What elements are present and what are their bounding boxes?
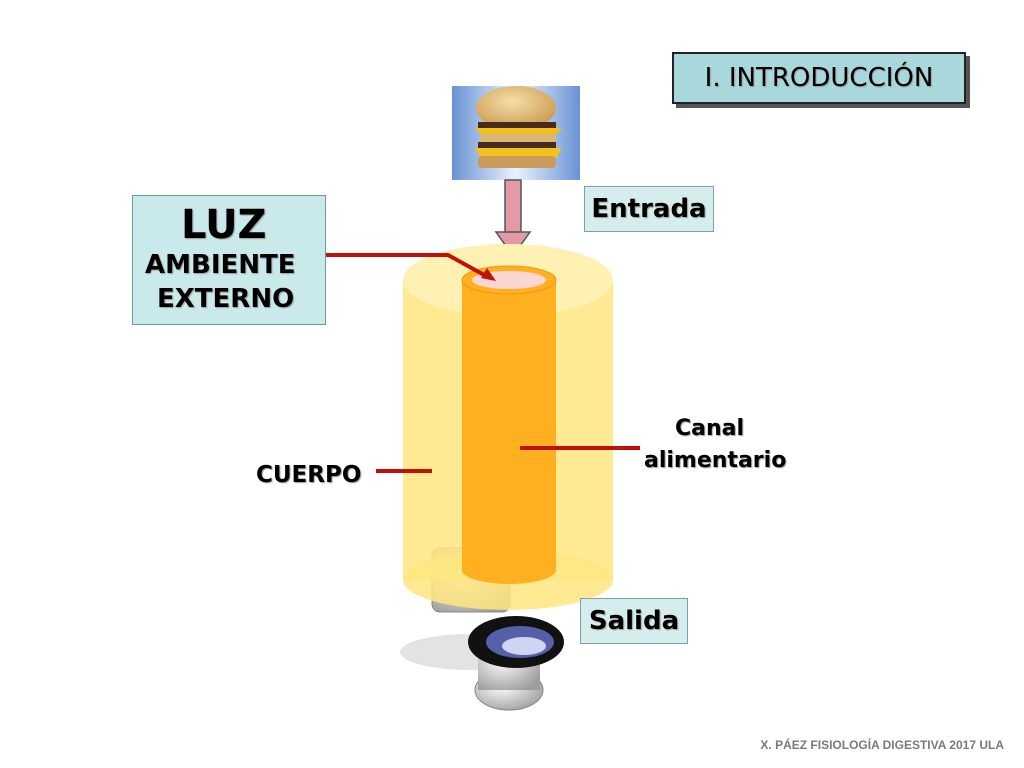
pointer-lines [320, 253, 640, 473]
down-arrow-icon [494, 179, 532, 258]
luz-line2: AMBIENTE [145, 250, 296, 280]
luz-line1: LUZ [181, 202, 267, 248]
luz-line3: EXTERNO [157, 284, 295, 314]
luz-arrowhead [481, 268, 496, 281]
canal-label-line2: alimentario [644, 448, 787, 473]
entrada-label: Entrada [584, 186, 714, 232]
canal-label-line1: Canal [675, 416, 745, 441]
burger-image [452, 86, 580, 180]
section-title: I. INTRODUCCIÓN [672, 52, 966, 104]
footer-credit: X. PÁEZ FISIOLOGÍA DIGESTIVA 2017 ULA [760, 738, 1004, 752]
salida-label: Salida [580, 598, 688, 644]
cuerpo-label: CUERPO [256, 462, 362, 488]
luz-label-box: LUZ AMBIENTE EXTERNO [132, 195, 326, 325]
canal-tube [461, 265, 557, 584]
luz-pointer [320, 253, 487, 278]
